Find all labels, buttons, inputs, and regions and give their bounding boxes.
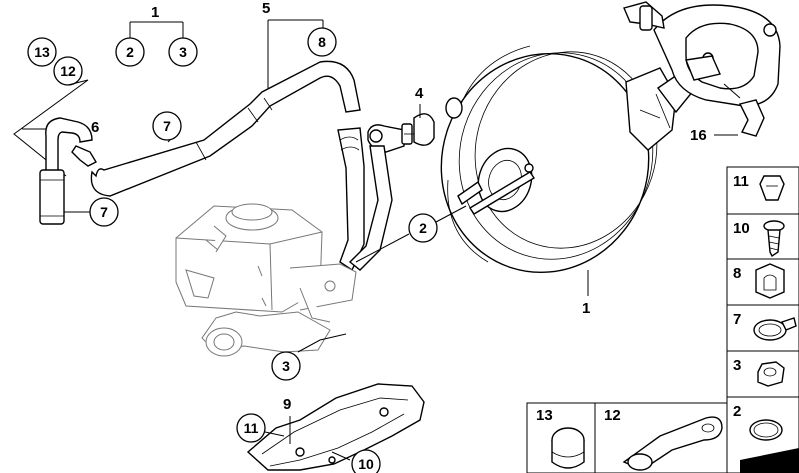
side-part-2: 2 — [733, 403, 741, 420]
brake-booster — [440, 45, 703, 274]
callout-4: 4 — [415, 85, 424, 102]
callout-2-mid-group: 2 — [355, 205, 467, 263]
side-part-7: 7 — [733, 311, 741, 328]
callout-group-5: 5 8 — [262, 0, 337, 102]
callout-2-mid: 2 — [419, 220, 427, 236]
callout-7-hose: 7 — [163, 118, 171, 134]
side-part-8: 8 — [733, 265, 741, 282]
check-valve — [348, 113, 435, 271]
callout-5: 5 — [262, 0, 270, 17]
callout-11-bottom: 11 — [244, 420, 259, 436]
callout-group-1: 1 2 3 — [115, 4, 198, 67]
callout-10-bottom: 10 — [358, 456, 374, 472]
bottom-parts-panel: 13 12 — [526, 402, 728, 473]
callout-7-left: 7 — [100, 204, 108, 220]
callout-9: 9 — [283, 396, 291, 413]
booster-gasket — [623, 1, 781, 137]
booster-bolts — [457, 163, 535, 215]
vacuum-hose-left — [39, 117, 97, 225]
callout-7-hose-group: 7 — [152, 111, 182, 143]
callout-16: 16 — [690, 127, 707, 144]
callout-3-bottom: 3 — [282, 358, 290, 374]
callout-10-bottom-group: 10 — [331, 449, 381, 473]
callout-3-bottom-group: 3 — [271, 333, 347, 381]
master-cylinder — [175, 203, 357, 357]
callout-1-booster: 1 — [582, 300, 590, 317]
bottom-part-12: 12 — [604, 407, 621, 424]
callout-2-top: 2 — [126, 44, 134, 60]
callout-4-group: 4 — [415, 85, 424, 118]
side-parts-panel: 11 10 8 7 3 2 — [726, 166, 799, 473]
callout-3-top: 3 — [179, 44, 187, 60]
callout-7-left-group: 7 — [64, 197, 119, 227]
side-part-10: 10 — [733, 220, 750, 237]
side-part-3: 3 — [733, 357, 741, 374]
callout-13: 13 — [34, 44, 50, 60]
callout-12: 12 — [60, 63, 76, 79]
heat-shield — [246, 383, 425, 471]
callout-6: 6 — [91, 119, 99, 136]
callout-1-top: 1 — [151, 4, 159, 21]
callout-9-group: 9 — [283, 396, 291, 444]
callout-group-6: 13 12 6 — [13, 37, 99, 177]
callout-11-bottom-group: 11 — [236, 413, 285, 443]
bottom-part-13: 13 — [536, 407, 553, 424]
callout-1-booster-group: 1 — [582, 270, 590, 317]
callout-8: 8 — [318, 34, 326, 50]
callout-16-group: 16 — [690, 83, 741, 144]
side-part-11: 11 — [733, 173, 749, 190]
